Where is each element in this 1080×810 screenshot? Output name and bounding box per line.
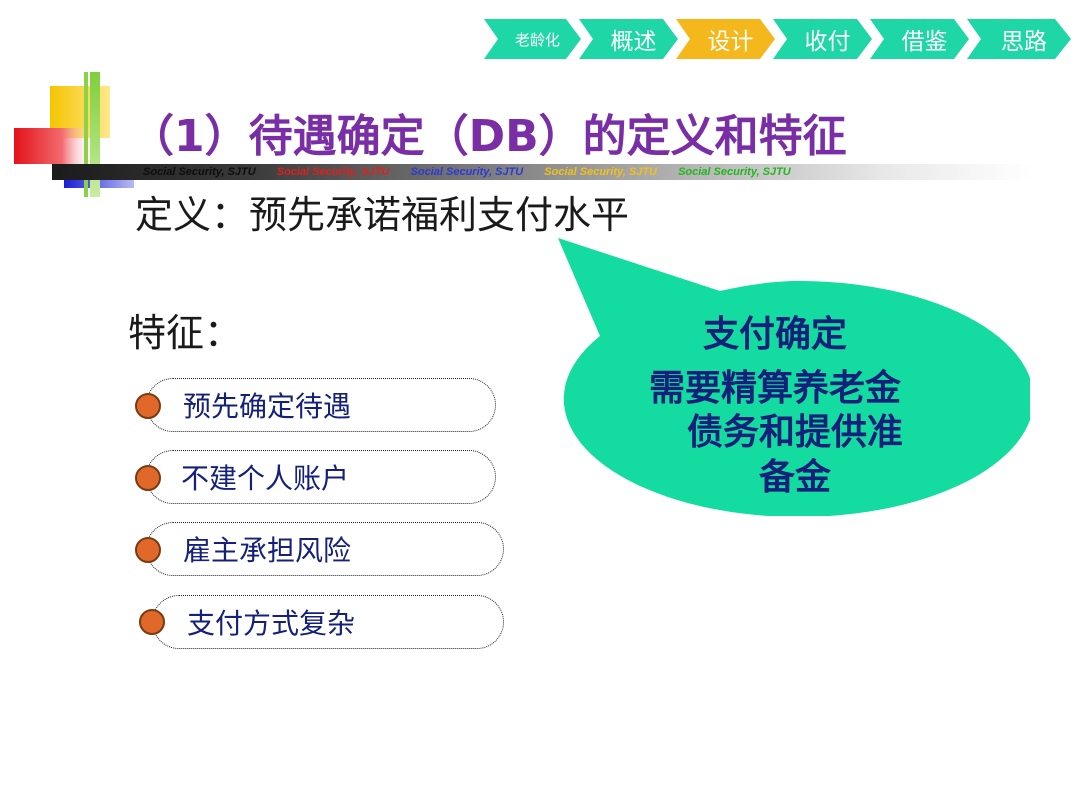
nav-tab-aging[interactable]: 老龄化 xyxy=(484,19,581,59)
nav-tab-label: 借鉴 xyxy=(901,29,948,55)
nav-tab-reference[interactable]: 借鉴 xyxy=(870,19,969,59)
nav-tab-overview[interactable]: 概述 xyxy=(579,19,678,59)
bullet-icon xyxy=(139,609,165,635)
bubble-line: 支付确定 xyxy=(702,314,847,355)
top-nav: 老龄化 概述 设计 收付 借鉴 思路 xyxy=(484,19,1074,59)
nav-tab-label: 收付 xyxy=(804,29,851,55)
feature-text: 不建个人账户 xyxy=(181,462,350,495)
nav-chevron-shape xyxy=(967,19,1071,59)
feature-item: 不建个人账户 xyxy=(146,450,496,504)
nav-chevron-shape xyxy=(676,19,775,59)
feature-item: 雇主承担风险 xyxy=(146,522,504,576)
nav-chevron-shape xyxy=(484,19,581,59)
bullet-icon xyxy=(135,537,161,563)
nav-tab-label: 设计 xyxy=(707,29,754,55)
speech-bubble xyxy=(558,238,1030,516)
feature-item: 支付方式复杂 xyxy=(152,595,504,649)
nav-tab-label: 概述 xyxy=(610,29,657,55)
bullet-icon xyxy=(135,465,161,491)
banner-text: Social Security, SJTU Social Security, S… xyxy=(143,164,809,180)
slide-title: （1）待遇确定（DB）的定义和特征 xyxy=(130,111,847,162)
bubble-line: 备金 xyxy=(758,457,831,498)
feature-item: 预先确定待遇 xyxy=(146,378,496,432)
bubble-line: 债务和提供准 xyxy=(686,412,903,453)
nav-chevron-shape xyxy=(773,19,872,59)
nav-tab-design[interactable]: 设计 xyxy=(676,19,775,59)
feature-text: 预先确定待遇 xyxy=(183,390,352,423)
nav-tab-collection[interactable]: 收付 xyxy=(773,19,872,59)
nav-tab-label: 思路 xyxy=(1001,29,1047,55)
features-label: 特征： xyxy=(128,311,243,355)
banner-item: Social Security, SJTU xyxy=(410,166,524,178)
banner-item: Social Security, SJTU xyxy=(678,166,791,178)
bullet-icon xyxy=(135,393,161,419)
nav-tab-thoughts[interactable]: 思路 xyxy=(967,19,1071,59)
nav-tab-label: 老龄化 xyxy=(514,30,560,49)
nav-chevron-shape xyxy=(579,19,678,59)
feature-text: 支付方式复杂 xyxy=(187,607,356,640)
banner-strip xyxy=(52,164,1032,180)
definition-text: 定义：预先承诺福利支付水平 xyxy=(135,193,630,237)
banner-item: Social Security, SJTU xyxy=(276,166,390,178)
bubble-line: 需要精算养老金 xyxy=(648,368,901,409)
feature-text: 雇主承担风险 xyxy=(183,534,352,567)
banner-item: Social Security, SJTU xyxy=(544,166,657,178)
banner-item: Social Security, SJTU xyxy=(143,166,256,178)
nav-chevron-shape xyxy=(870,19,969,59)
